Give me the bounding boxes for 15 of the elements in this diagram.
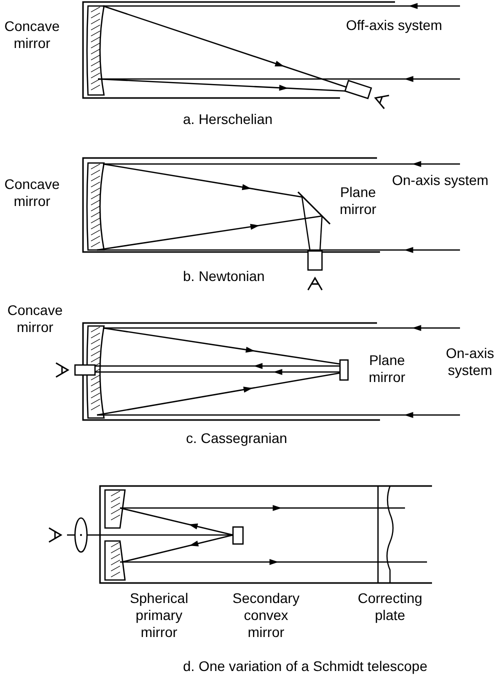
label-text: On-axis system [444, 345, 496, 379]
label-text: b. Newtonian [183, 268, 266, 285]
label-text: c. Cassegranian [186, 430, 288, 447]
label-text: Secondary convex mirror [232, 590, 300, 641]
label-text: On-axis system [392, 172, 490, 189]
label-text: Concave mirror [6, 302, 64, 336]
label-text: Plane mirror [368, 352, 406, 386]
label-text: d. One variation of a Schmidt telescope [183, 658, 428, 675]
label-text: Concave mirror [3, 18, 61, 52]
label-text: a. Herschelian [183, 111, 274, 128]
label-text: Correcting plate [356, 590, 424, 624]
label-text: Off-axis system [346, 17, 444, 34]
label-text: Plane mirror [338, 184, 378, 218]
label-text: Spherical primary mirror [128, 590, 190, 641]
label-text: Concave mirror [3, 176, 61, 210]
